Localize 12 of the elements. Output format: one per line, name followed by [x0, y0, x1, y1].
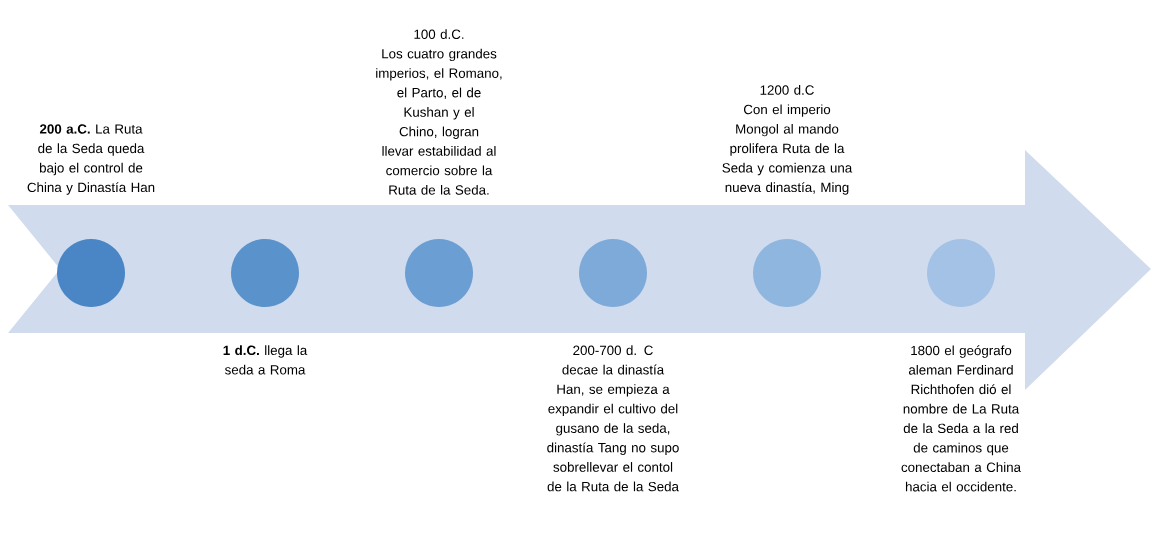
event-description: 200 a.C. La Ruta de la Seda queda bajo el control de China y Dinastía Han: [27, 124, 155, 195]
timeline-dot: [405, 239, 473, 307]
event-description: 200-700 d. C decae la dinastía Han, se empieza a expandir el cultivo del gusano de la seda, dinastía Tang no supo sobrellevar el contol de la Ruta de la Seda: [547, 345, 679, 492]
event-description: 100 d.C. Los cuatro grandes imperios, el Romano, el Parto, el de Kushan y el Chino, logran llevar estabilidad al comercio sobre la Ruta de la Seda.: [376, 29, 502, 195]
timeline-dot: [579, 239, 647, 307]
event-description: 1800 el geógrafo aleman Ferdinard Richthofen dió el nombre de La Ruta de la Seda a la red de caminos que conectaban a China hacia el occidente.: [901, 345, 1022, 492]
event-description: 1200 d.C Con el imperio Mongol al mando prolifera Ruta de la Seda y comienza una nueva dinastía, Ming: [722, 84, 853, 195]
timeline-dot: [57, 239, 125, 307]
timeline-dot: [231, 239, 299, 307]
timeline-dot: [753, 239, 821, 307]
timeline-dot: [927, 239, 995, 307]
event-description: 1 d.C. llega la seda a Roma: [223, 345, 308, 375]
